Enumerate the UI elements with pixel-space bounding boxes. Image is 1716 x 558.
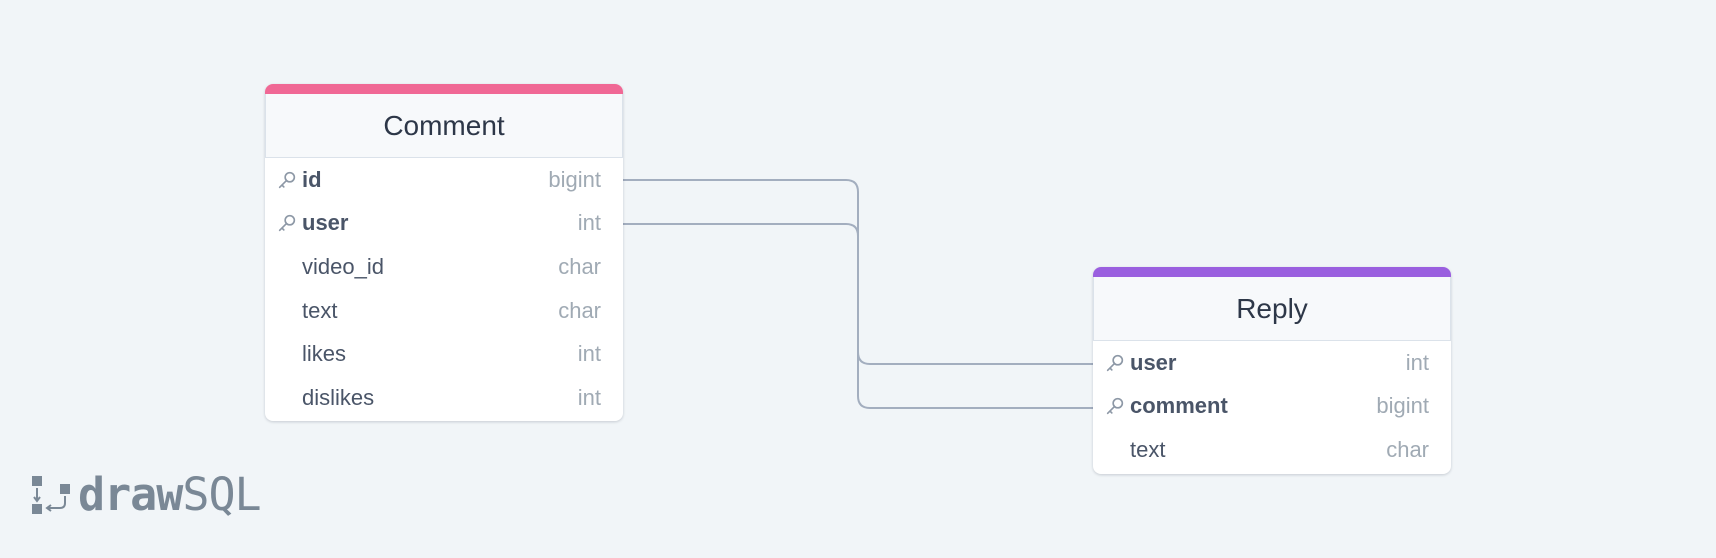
- column-name: dislikes: [302, 384, 375, 410]
- column-row[interactable]: text char: [1093, 428, 1451, 472]
- column-row[interactable]: comment bigint: [1093, 385, 1451, 429]
- relation-comment-id-to-reply-comment[interactable]: [623, 179, 1093, 409]
- column-name: video_id: [302, 253, 384, 279]
- key-icon: [1106, 398, 1124, 415]
- column-row[interactable]: dislikes int: [265, 376, 623, 420]
- key-icon: [278, 215, 296, 232]
- table-title[interactable]: Comment: [265, 94, 623, 158]
- column-type: int: [1405, 349, 1429, 375]
- column-name: comment: [1130, 393, 1228, 419]
- column-type: bigint: [1376, 393, 1429, 419]
- column-name: text: [302, 297, 338, 323]
- column-row[interactable]: user int: [1093, 341, 1451, 385]
- column-row[interactable]: likes int: [265, 332, 623, 376]
- key-icon: [278, 171, 296, 188]
- table-color-bar: [265, 84, 623, 94]
- column-type: int: [577, 210, 601, 236]
- table-color-bar: [1093, 267, 1451, 277]
- column-type: bigint: [548, 166, 601, 192]
- column-name: user: [1130, 349, 1177, 375]
- column-row[interactable]: id bigint: [265, 158, 623, 202]
- column-name: text: [1130, 436, 1166, 462]
- column-type: int: [577, 384, 601, 410]
- column-type: int: [577, 341, 601, 367]
- column-row[interactable]: video_id char: [265, 245, 623, 289]
- column-name: likes: [302, 341, 347, 367]
- column-type: char: [558, 297, 601, 323]
- drawsql-logo-icon: [32, 476, 70, 514]
- key-icon: [1106, 354, 1124, 371]
- relation-comment-user-to-reply-user[interactable]: [623, 223, 1093, 365]
- drawsql-wordmark: drawSQL: [78, 467, 262, 521]
- drawsql-logo[interactable]: drawSQL: [30, 467, 262, 521]
- table-title[interactable]: Reply: [1093, 277, 1451, 341]
- column-name: user: [302, 210, 349, 236]
- table-comment[interactable]: Comment id bigint user int video_id char…: [265, 84, 623, 421]
- column-type: char: [558, 253, 601, 279]
- column-type: char: [1386, 436, 1429, 462]
- column-name: id: [302, 166, 322, 192]
- column-row[interactable]: user int: [265, 202, 623, 246]
- table-reply[interactable]: Reply user int comment bigint text char: [1093, 267, 1451, 474]
- column-row[interactable]: text char: [265, 289, 623, 333]
